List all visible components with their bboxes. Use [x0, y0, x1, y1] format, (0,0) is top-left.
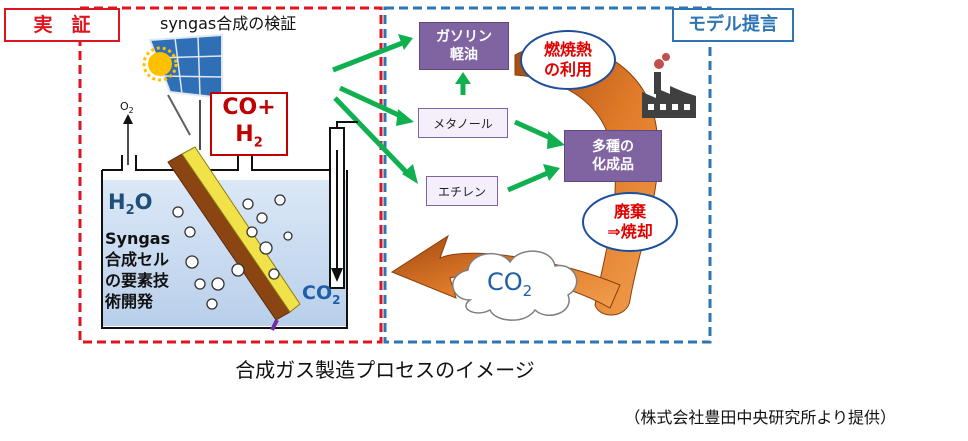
co-h2-line2: H2 [212, 121, 286, 156]
figure-caption: 合成ガス製造プロセスのイメージ [235, 358, 535, 382]
tank-lid [102, 155, 330, 171]
chemicals-box: 多種の 化成品 [564, 130, 662, 182]
chemicals-line2: 化成品 [592, 157, 634, 173]
gasoline-line2: 軽油 [450, 47, 478, 63]
h2-subscript: 2 [253, 135, 263, 151]
bubbles [172, 194, 293, 310]
gasoline-line1: ガソリン [436, 29, 492, 45]
co-h2-line1: CO+ [222, 95, 276, 120]
cloud-co2-subscript: 2 [522, 281, 533, 300]
co2-tank-subscript: 2 [332, 292, 341, 307]
disposal-line2: ⇒焼却 [607, 222, 653, 241]
desc-line-1: Syngas [105, 229, 171, 248]
o2-subscript: 2 [128, 106, 134, 116]
model-tag: モデル提言 [672, 8, 794, 42]
h2-h: H [235, 122, 254, 147]
co2-tank-co: CO [302, 282, 333, 304]
desc-line-4: 術開発 [105, 292, 154, 311]
h2o-o: O [134, 190, 153, 214]
gasoline-box: ガソリン 軽油 [419, 22, 509, 70]
desc-line-2: 合成セル [105, 250, 170, 269]
green-arrows [332, 34, 565, 193]
methanol-box: メタノール [418, 108, 508, 138]
h2o-subscript: 2 [125, 203, 135, 219]
o2-text: O [120, 100, 129, 113]
cloud-co2-label: CO2 [487, 268, 532, 300]
figure-credit: （株式会社豊田中央研究所より提供） [624, 408, 896, 427]
disposal-line1: 廃棄 [613, 202, 646, 221]
demo-tag: 実 証 [4, 8, 120, 42]
syngas-title: syngas合成の検証 [160, 14, 297, 33]
disposal-oval: 廃棄 ⇒焼却 [582, 192, 678, 252]
desc-line-3: の要素技 [105, 271, 170, 290]
syngas-desc: Syngas 合成セル の要素技 術開発 [105, 228, 170, 312]
co2-tank-label: CO2 [302, 282, 340, 307]
h2o-label: H2O [108, 190, 152, 218]
factory-icon [642, 53, 696, 118]
ethylene-box: エチレン [426, 176, 498, 206]
sun-icon [142, 46, 178, 82]
h2o-h: H [108, 190, 126, 214]
left-panel-border [78, 6, 383, 344]
fuel-heat-oval: 燃焼熱 の利用 [520, 30, 616, 90]
co-h2-box: CO+ H2 [210, 92, 288, 156]
o2-label: O2 [120, 100, 134, 115]
right-panel-border [383, 6, 712, 344]
fuel-heat-line1: 燃焼熱 [543, 40, 592, 59]
chemicals-line1: 多種の [592, 139, 634, 155]
cloud-co2-co: CO [487, 268, 523, 296]
tank-outline [101, 170, 348, 329]
co2-cloud [452, 250, 578, 321]
fuel-heat-line2: の利用 [543, 60, 592, 79]
